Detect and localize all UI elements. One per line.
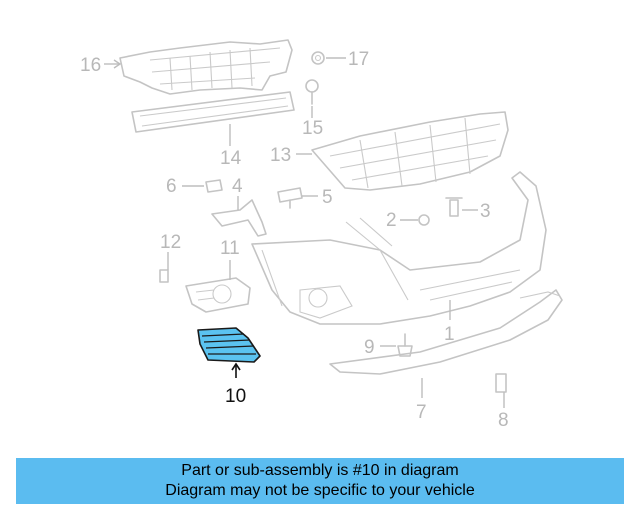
callout-11: 11: [220, 238, 240, 259]
part-17-bolt: [311, 51, 325, 65]
part-13-grille: [311, 111, 509, 191]
callout-3: 3: [480, 201, 491, 222]
banner-line-1: Part or sub-assembly is #10 in diagram: [181, 462, 459, 479]
callout-12: 12: [160, 232, 181, 253]
part-16-bracket: [119, 39, 293, 95]
callout-16: 16: [80, 55, 101, 76]
callout-8: 8: [498, 410, 509, 431]
part-1-bumper-cover: [251, 171, 547, 325]
callout-2: 2: [386, 210, 397, 231]
info-banner: Part or sub-assembly is #10 in diagram D…: [16, 458, 624, 504]
callout-17: 17: [348, 49, 369, 70]
part-8-bolt: [495, 373, 507, 393]
callout-6: 6: [166, 176, 177, 197]
part-3-bolt: [445, 197, 463, 217]
part-9-clip: [397, 333, 413, 357]
part-10-grille-insert[interactable]: [197, 327, 261, 363]
callout-7: 7: [416, 402, 427, 423]
callout-9: 9: [364, 337, 375, 358]
callout-4: 4: [232, 176, 243, 197]
part-6-clip: [205, 179, 223, 193]
part-7-spoiler: [329, 289, 563, 375]
banner-line-2: Diagram may not be specific to your vehi…: [165, 482, 475, 499]
part-15-bolt: [305, 79, 319, 105]
part-2-nut: [418, 214, 430, 226]
part-4-bracket: [211, 199, 267, 237]
part-5-clip: [277, 187, 303, 209]
callout-1: 1: [444, 324, 455, 345]
callout-13: 13: [270, 145, 291, 166]
callout-5: 5: [322, 187, 333, 208]
leader-lines: [104, 57, 505, 408]
callout-10: 10: [225, 386, 246, 407]
part-14-reinforcement: [131, 91, 295, 133]
callout-labels: 16 17 15 14 13 6 4 5 2 3 12 11 1 9 7 8 1…: [80, 49, 509, 431]
callout-14: 14: [220, 148, 242, 169]
callout-15: 15: [302, 118, 323, 139]
part-11-bezel: [185, 277, 251, 313]
part-12-bolt: [159, 269, 169, 283]
